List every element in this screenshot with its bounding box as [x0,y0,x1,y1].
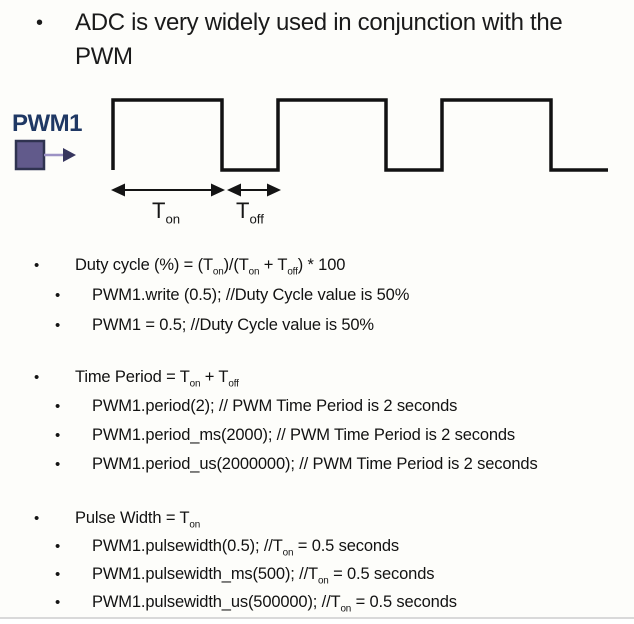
code-line: • PWM1 = 0.5; //Duty Cycle value is 50% [0,310,620,340]
pwm-output-icon [14,139,76,171]
code-line: • PWM1.period(2); // PWM Time Period is … [0,392,620,421]
slide-title-row: • ADC is very widely used in conjunction… [36,6,596,74]
t-on-label: Ton [152,198,181,227]
bullet-icon: • [34,369,40,386]
code-line: • PWM1.period_us(2000000); // PWM Time P… [0,450,620,479]
below-divider-strip [0,619,634,624]
t-off-label: Toff [236,198,264,227]
duty-cycle-heading-row: • Duty cycle (%) = (Ton)/(Ton + Toff) * … [0,250,620,280]
bullet-icon: • [55,456,61,473]
period-ms-code: PWM1.period_ms(2000); // PWM Time Period… [92,426,516,444]
bullet-icon: • [55,398,61,415]
code-line: • PWM1.pulsewidth_us(500000); //Ton = 0.… [0,588,620,616]
time-period-section: • Time Period = Ton + Toff • PWM1.period… [0,363,620,479]
pwm-pin-square [14,139,46,171]
duty-cycle-formula: Duty cycle (%) = (Ton)/(Ton + Toff) * 10… [75,255,346,277]
pwm-square-wave [111,98,608,172]
code-line: • PWM1.period_ms(2000); // PWM Time Peri… [0,421,620,450]
pwm-write-code: PWM1.write (0.5); //Duty Cycle value is … [92,285,410,304]
bullet-icon: • [55,565,61,583]
bullet-icon: • [55,537,61,555]
pulsewidth-code: PWM1.pulsewidth(0.5); //Ton = 0.5 second… [92,536,400,558]
pulsewidth-ms-code: PWM1.pulsewidth_ms(500); //Ton = 0.5 sec… [92,564,435,586]
bullet-icon: • [34,256,40,274]
time-period-formula: Time Period = Ton + Toff [75,368,239,390]
bullet-icon: • [34,509,40,527]
pulsewidth-us-code: PWM1.pulsewidth_us(500000); //Ton = 0.5 … [92,592,457,614]
bullet-icon: • [55,427,61,444]
pulse-width-section: • Pulse Width = Ton • PWM1.pulsewidth(0.… [0,504,620,616]
time-period-heading-row: • Time Period = Ton + Toff [0,363,620,392]
duty-cycle-section: • Duty cycle (%) = (Ton)/(Ton + Toff) * … [0,250,620,340]
pwm-assign-code: PWM1 = 0.5; //Duty Cycle value is 50% [92,315,374,334]
pwm-waveform-diagram [111,98,608,197]
title-bullet-icon: • [36,12,44,34]
period-code: PWM1.period(2); // PWM Time Period is 2 … [92,397,458,415]
bullet-icon: • [55,593,61,611]
code-line: • PWM1.pulsewidth(0.5); //Ton = 0.5 seco… [0,532,620,560]
pwm-output-arrowhead-icon [63,148,76,162]
bullet-icon: • [55,316,61,334]
code-line: • PWM1.pulsewidth_ms(500); //Ton = 0.5 s… [0,560,620,588]
t-on-arrow [111,183,225,197]
period-us-code: PWM1.period_us(2000000); // PWM Time Per… [92,455,538,473]
code-line: • PWM1.write (0.5); //Duty Cycle value i… [0,280,620,310]
bullet-icon: • [55,286,61,304]
pwm1-signal-label: PWM1 [12,110,83,137]
pulse-width-heading-row: • Pulse Width = Ton [0,504,620,532]
slide-title: ADC is very widely used in conjunction w… [75,9,563,70]
bottom-divider [0,617,634,619]
pulse-width-formula: Pulse Width = Ton [75,508,201,530]
t-off-arrow [227,183,281,197]
